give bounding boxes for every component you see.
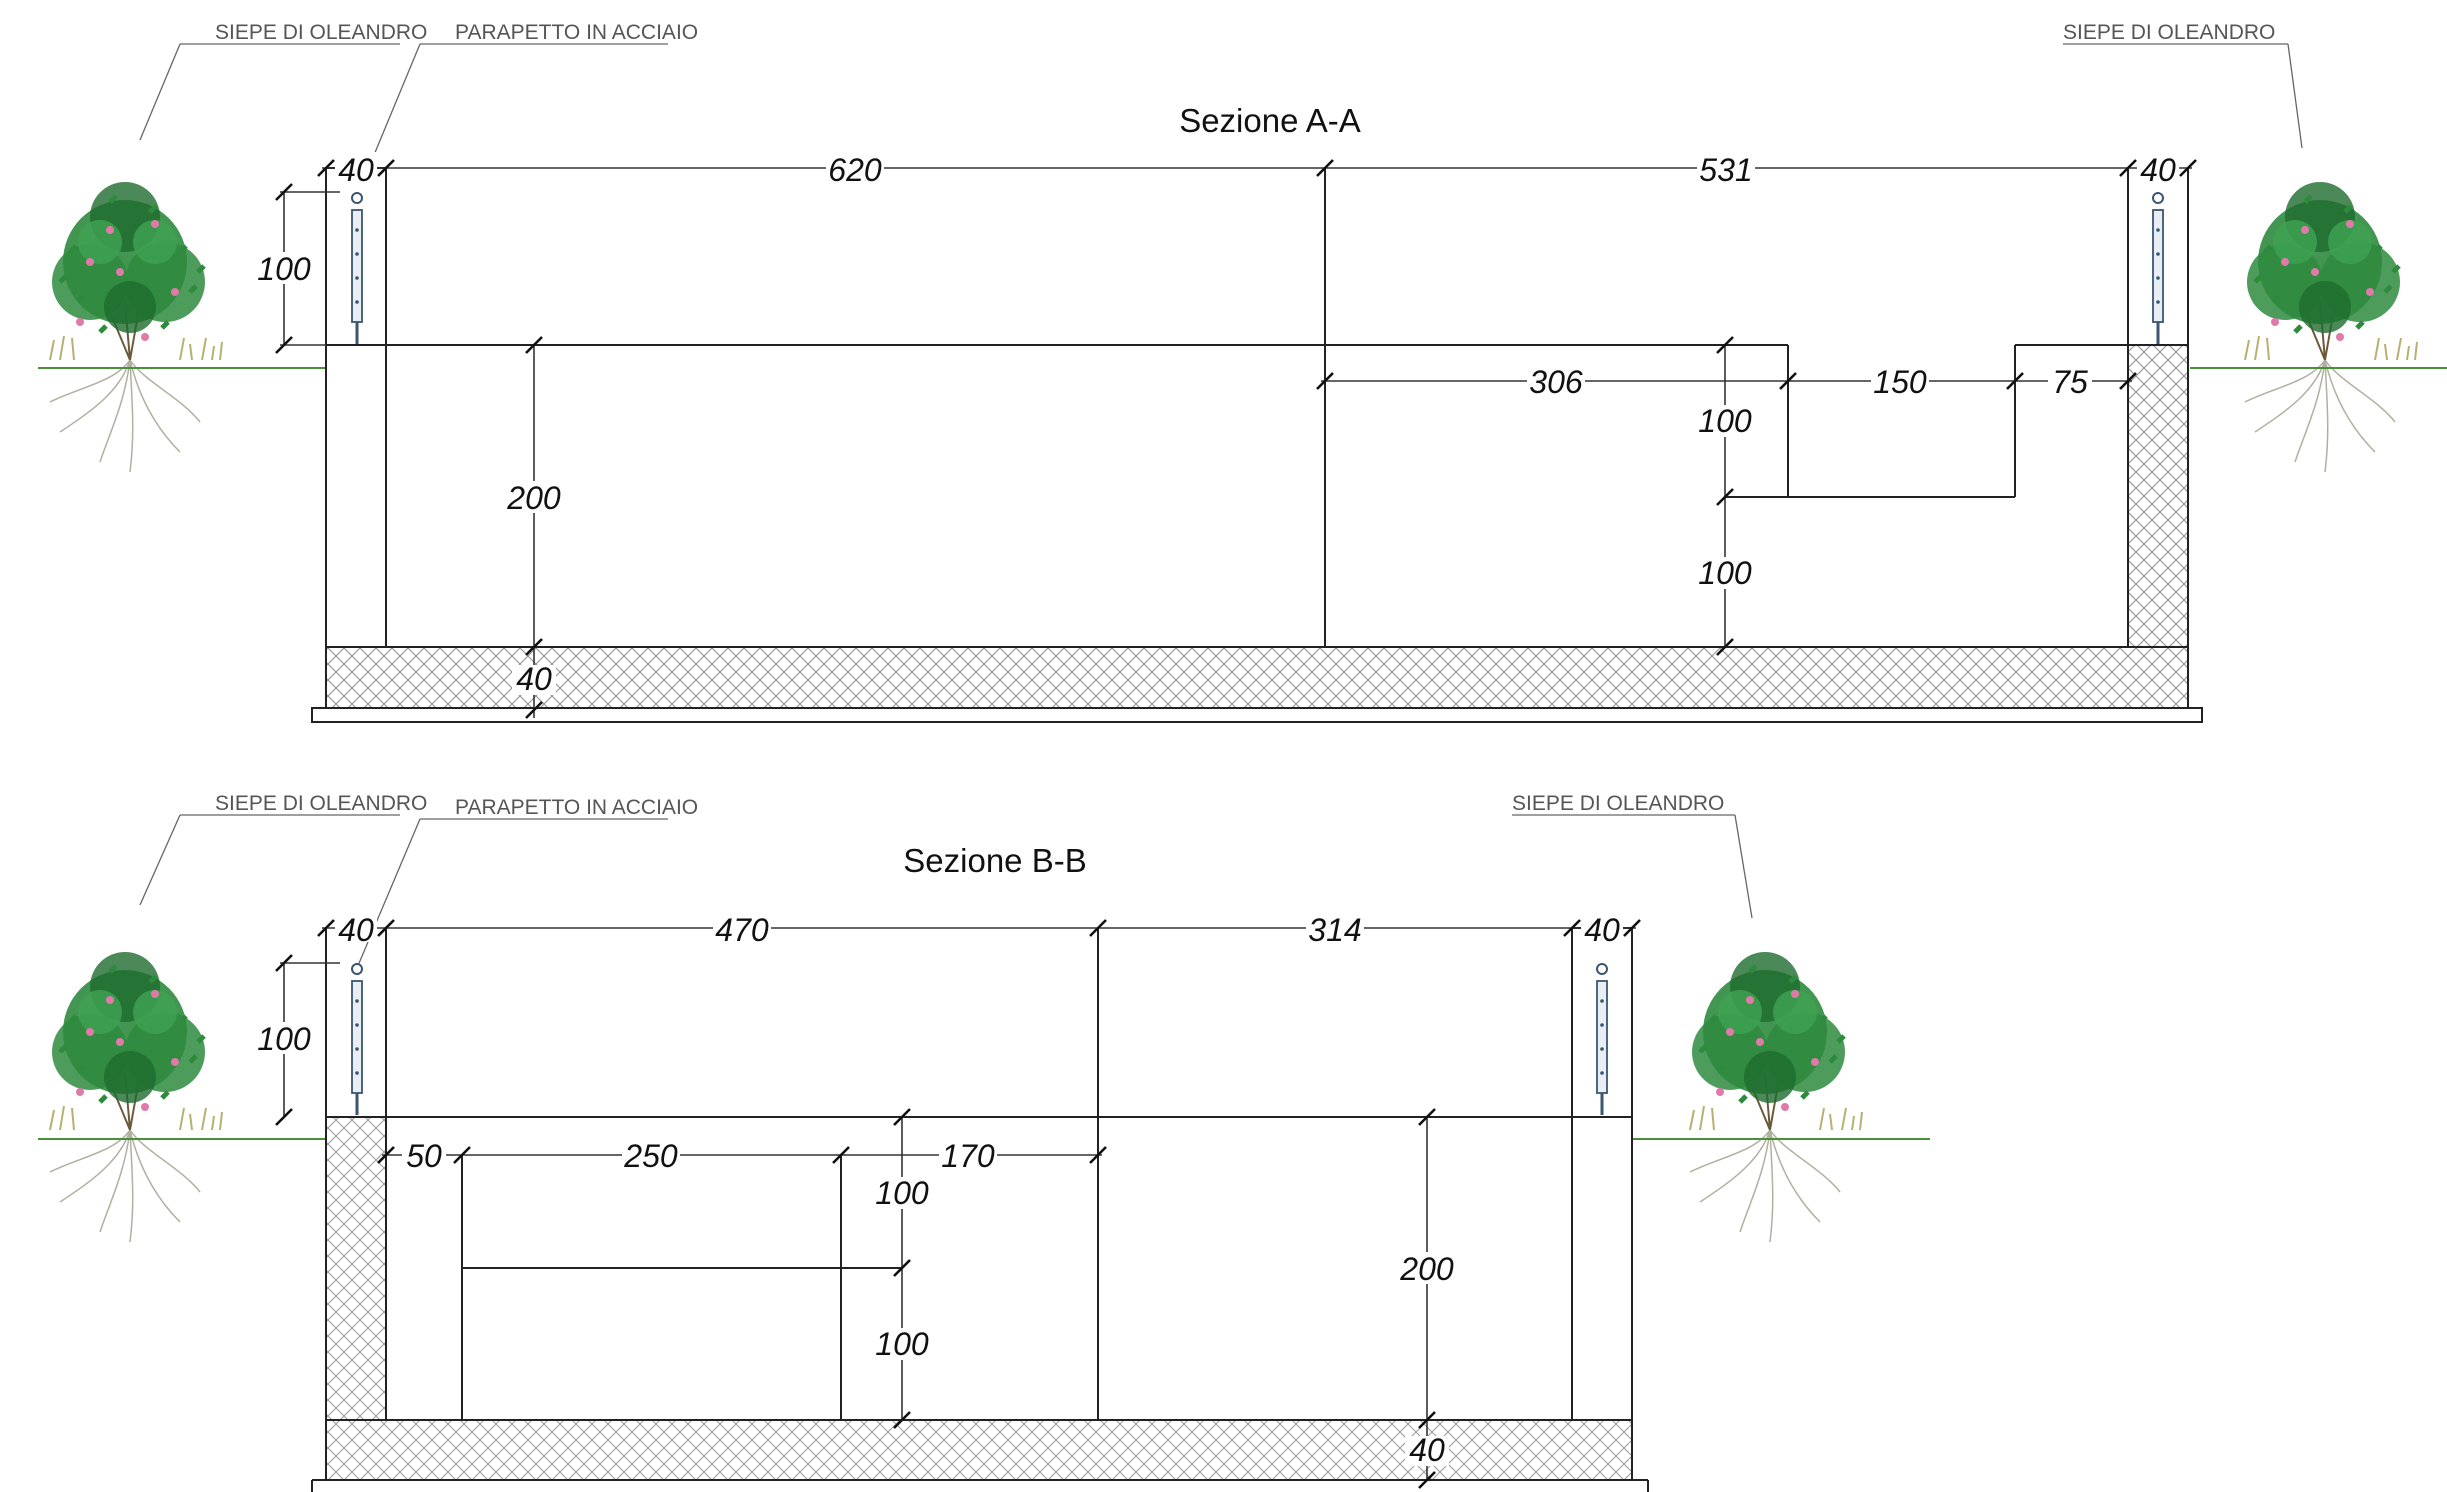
section-a: Sezione A-A SIEPE DI OLEANDRO PARAPETTO … (38, 21, 2447, 723)
section-b: Sezione B-B SIEPE DI OLEANDRO PARAPETTO … (38, 792, 1930, 1492)
dim-b-span-1: 470 (715, 912, 769, 948)
dim-a-span-1: 620 (828, 152, 882, 188)
dim-a-railing-height: 100 (257, 251, 311, 287)
dim-a-step-lower: 100 (1698, 555, 1752, 591)
dim-b-depth: 200 (1399, 1251, 1454, 1287)
oleander-shrub-icon (50, 952, 222, 1242)
dim-a-step-1: 306 (1529, 364, 1583, 400)
dim-b-left-wall: 40 (338, 912, 374, 948)
oleander-shrub-icon (50, 182, 222, 472)
callout-oleander-right: SIEPE DI OLEANDRO (2063, 21, 2275, 44)
dim-a-left-wall: 40 (338, 152, 374, 188)
dim-b-step-upper: 100 (875, 1175, 929, 1211)
dim-b-span-2: 314 (1308, 912, 1361, 948)
steel-railing-icon (350, 190, 364, 346)
dim-a-step-2: 150 (1873, 364, 1927, 400)
callout-oleander-left: SIEPE DI OLEANDRO (215, 21, 427, 44)
dim-b-railing-height: 100 (257, 1021, 311, 1057)
dim-a-slab: 40 (516, 661, 552, 697)
dim-a-depth: 200 (506, 480, 561, 516)
callout-oleander-right: SIEPE DI OLEANDRO (1512, 792, 1724, 815)
steel-railing-icon (350, 961, 364, 1117)
section-b-title: Sezione B-B (903, 842, 1086, 879)
callout-railing: PARAPETTO IN ACCIAIO (455, 796, 698, 819)
dim-a-step-upper: 100 (1698, 403, 1752, 439)
dim-a-span-2: 531 (1699, 152, 1752, 188)
callout-oleander-left: SIEPE DI OLEANDRO (215, 792, 427, 815)
dim-b-step-1: 50 (406, 1138, 442, 1174)
dim-b-step-lower: 100 (875, 1326, 929, 1362)
steel-railing-icon (1595, 961, 1609, 1117)
oleander-shrub-icon (1690, 952, 1862, 1242)
dim-a-right-wall: 40 (2140, 152, 2176, 188)
steel-railing-icon (2151, 190, 2165, 346)
dim-b-step-2: 250 (623, 1138, 678, 1174)
dim-b-right-wall: 40 (1584, 912, 1620, 948)
dim-b-step-3: 170 (941, 1138, 995, 1174)
callout-railing: PARAPETTO IN ACCIAIO (455, 21, 698, 44)
section-a-title: Sezione A-A (1179, 102, 1361, 139)
oleander-shrub-icon (2245, 182, 2417, 472)
dim-a-step-3: 75 (2052, 364, 2088, 400)
dim-b-slab: 40 (1409, 1432, 1445, 1468)
